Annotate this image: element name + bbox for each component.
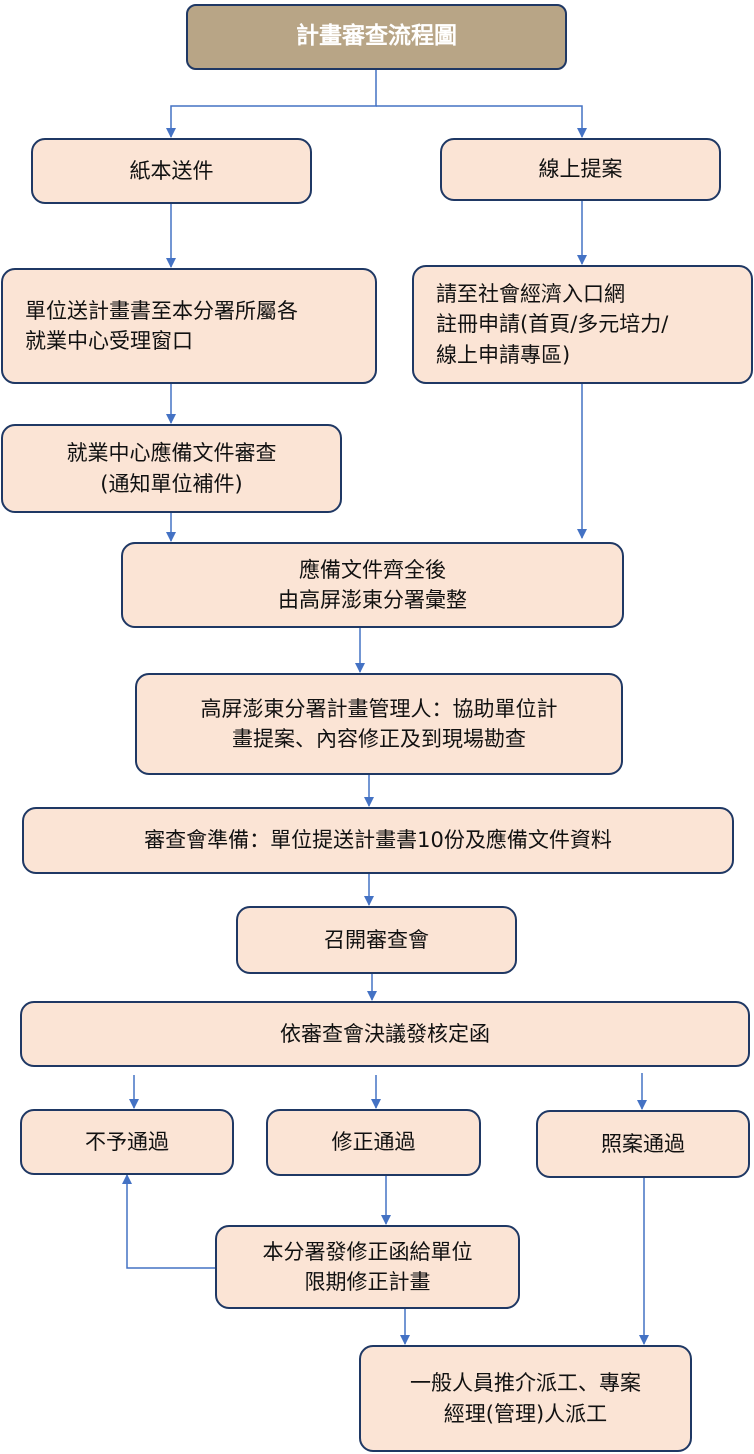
paper-submission-box: 紙本送件 [31, 138, 312, 204]
approve-text: 照案通過 [601, 1131, 685, 1156]
approve-box: 照案通過 [536, 1110, 750, 1178]
connector-title-split [166, 70, 377, 138]
review-prep-box: 審查會準備：單位提送計畫書10份及應備文件資料 [22, 807, 734, 874]
reject-box: 不予通過 [20, 1109, 234, 1175]
dispatch-box: 一般人員推介派工、專案 經理(管理)人派工 [359, 1345, 692, 1452]
revise-letter-box: 本分署發修正函給單位 限期修正計畫 [215, 1225, 520, 1309]
doc-review-text: 就業中心應備文件審查 (通知單位補件) [66, 441, 277, 496]
online-proposal-text: 線上提案 [538, 157, 623, 182]
revise-pass-box: 修正通過 [266, 1109, 481, 1176]
resolution-box: 依審查會決議發核定函 [20, 1001, 750, 1067]
plan-manager-text: 高屏澎東分署計畫管理人：協助單位計 畫提案、內容修正及到現場勘查 [200, 696, 558, 751]
review-meeting-box: 召開審查會 [236, 906, 517, 974]
doc-review-box: 就業中心應備文件審查 (通知單位補件) [1, 424, 342, 513]
online-proposal-box: 線上提案 [440, 138, 721, 201]
review-meeting-text: 召開審查會 [324, 927, 429, 952]
title-box: 計畫審查流程圖 [186, 4, 567, 70]
dispatch-text: 一般人員推介派工、專案 經理(管理)人派工 [410, 1371, 641, 1426]
title-text: 計畫審查流程圖 [296, 23, 457, 50]
resolution-text: 依審查會決議發核定函 [280, 1021, 490, 1046]
plan-manager-box: 高屏澎東分署計畫管理人：協助單位計 畫提案、內容修正及到現場勘查 [135, 673, 623, 775]
paper-submission-text: 紙本送件 [129, 158, 214, 183]
reject-text: 不予通過 [85, 1129, 169, 1154]
compile-text: 應備文件齊全後 由高屏澎東分署彙整 [278, 557, 467, 612]
connector-letter-reject [122, 1174, 215, 1269]
online-register-text: 請至社會經濟入口網 註冊申請(首頁/多元培力/ 線上申請專區) [436, 281, 669, 367]
paper-submit-window-box: 單位送計畫書至本分署所屬各 就業中心受理窗口 [1, 268, 377, 384]
online-register-box: 請至社會經濟入口網 註冊申請(首頁/多元培力/ 線上申請專區) [412, 265, 753, 384]
connector-title-online [376, 105, 587, 138]
revise-letter-text: 本分署發修正函給單位 限期修正計畫 [262, 1239, 473, 1294]
revise-pass-text: 修正通過 [331, 1130, 416, 1155]
review-prep-text: 審查會準備：單位提送計畫書10份及應備文件資料 [144, 828, 612, 853]
paper-submit-window-text: 單位送計畫書至本分署所屬各 就業中心受理窗口 [25, 298, 298, 353]
compile-box: 應備文件齊全後 由高屏澎東分署彙整 [121, 542, 624, 628]
